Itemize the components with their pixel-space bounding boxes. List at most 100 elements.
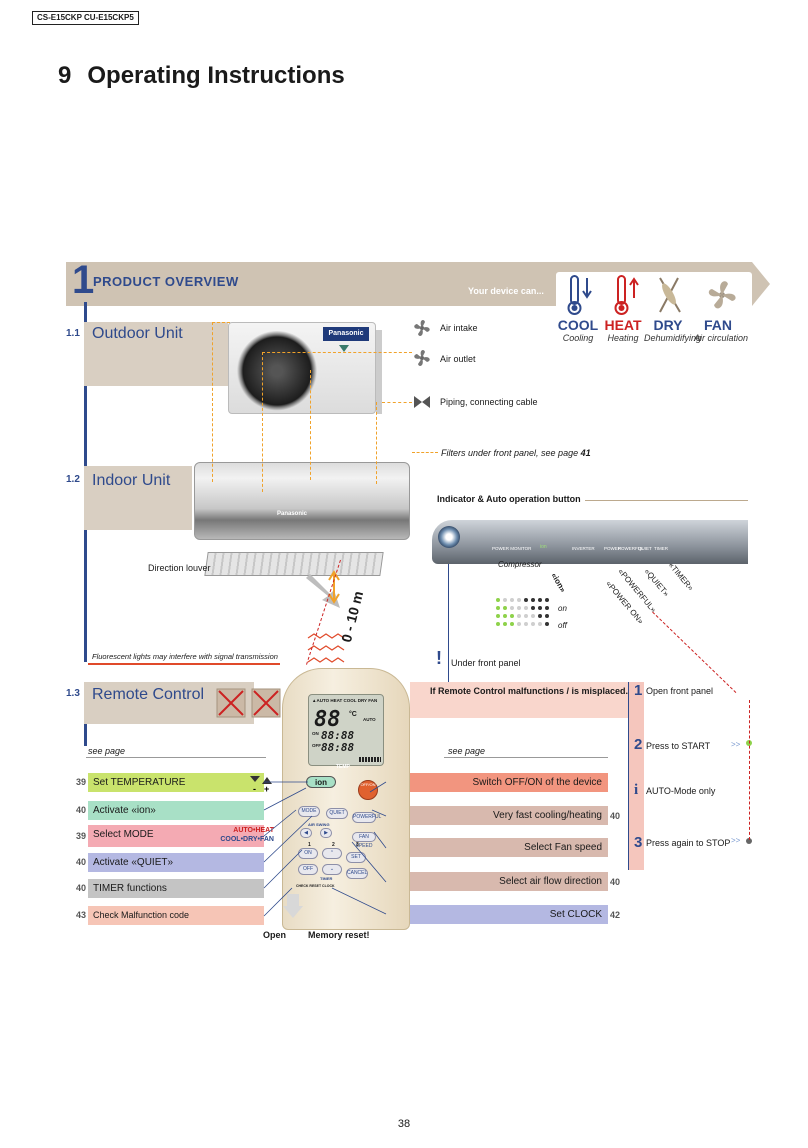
thermometer-up-icon [614, 275, 639, 315]
see-page-right: see page [448, 746, 486, 756]
remote-fanspeed-button[interactable]: FAN SPEED [352, 832, 376, 849]
step-1-num: 1 [634, 682, 643, 699]
page-title-text: Operating Instructions [87, 62, 345, 89]
open-label: Open [263, 930, 287, 940]
outdoor-band [84, 322, 228, 386]
lrow-4-page: 40 [76, 883, 87, 893]
remote-cancel-button[interactable]: CANCEL [346, 868, 368, 879]
remote-ion-button[interactable]: ion [306, 776, 336, 788]
remote-leader-lines [263, 781, 387, 917]
see-page-left: see page [88, 746, 126, 756]
panel-inverter: INVERTER [572, 546, 595, 551]
svg-text:+: + [264, 784, 269, 794]
your-device-label: Your device can... [468, 286, 544, 296]
compressor-led-grid [496, 598, 549, 626]
indicator-label: Indicator & Auto operation button [437, 494, 585, 504]
mode-cool: COOL Cooling [554, 317, 602, 343]
connector-5 [376, 402, 377, 484]
step-info-icon: i [634, 782, 639, 798]
lcd-temp: 88 [314, 707, 341, 732]
lcd-bar-icon [359, 757, 381, 762]
quiet-rotated-label: «QUIET» [642, 566, 671, 599]
overview-arrow-icon [752, 262, 770, 306]
mode-heat: HEAT Heating [599, 317, 647, 343]
section-title: PRODUCT OVERVIEW [93, 274, 239, 289]
led-grey-icon [746, 838, 752, 844]
remote-swing-left-button[interactable]: ◀ [300, 828, 312, 838]
air-outlet-icon [414, 350, 430, 366]
section-number: 1 [72, 258, 95, 302]
valve-icon [414, 396, 430, 408]
indoor-unit-image: Panasonic [194, 462, 410, 540]
air-intake-label: Air intake [440, 323, 478, 333]
ion-rotated-label: «ion» [549, 571, 568, 594]
remote-keypad: MODE QUIET POWERFUL AIR SWING ◀ ▶ FAN SP… [294, 796, 384, 888]
step-3-label: Press again to STOP [646, 838, 731, 848]
mode-cool-desc: Cooling [562, 333, 594, 343]
step-2-label: Press to START [646, 741, 711, 751]
page-title-number: 9 [58, 62, 72, 89]
lrow-select-mode: Select MODE [88, 825, 264, 847]
remote-down-button[interactable]: ⌄ [322, 864, 342, 875]
mode-heat-desc: Heating [607, 333, 639, 343]
outdoor-brand: Panasonic [323, 327, 369, 341]
fluorescent-underline [88, 663, 280, 665]
remote-swing-right-button[interactable]: ▶ [320, 828, 332, 838]
lrow-2-page: 39 [76, 831, 87, 841]
indoor-title: Indoor Unit [92, 472, 171, 489]
remote-airswing-label: AIR SWING [308, 822, 330, 827]
remote-num: 1.3 [66, 688, 80, 699]
dry-leaf-icon [659, 277, 681, 313]
timer-rotated-label: «TIMER» [666, 560, 696, 593]
remote-quiet-button[interactable]: QUIET [326, 808, 348, 819]
lcd-modes: ▲AUTO HEAT COOL DRY FAN [312, 698, 378, 703]
svg-text:-: - [253, 784, 256, 794]
offon-label: OFF/ON [360, 782, 376, 787]
connector-1 [212, 322, 213, 482]
see-page-left-rule [86, 757, 266, 758]
steps-column [628, 682, 644, 870]
remote-lcd: ▲AUTO HEAT COOL DRY FAN 88 °C ON OFF 88:… [308, 694, 384, 766]
step-info-label: AUTO-Mode only [646, 786, 716, 796]
remote-powerful-button[interactable]: POWERFUL [352, 812, 381, 823]
rrow-set-clock: Set CLOCK [386, 905, 608, 924]
timer-3: 3 [356, 842, 359, 848]
page-number: 38 [397, 1118, 411, 1130]
mode-dry: DRY Dehumidifying [644, 317, 701, 343]
lcd-time-2: 88:88 [321, 741, 355, 754]
panel-ion: ion [540, 544, 547, 550]
thermometer-down-icon [567, 275, 592, 315]
indicator-rule [438, 500, 748, 501]
swing-arrow-icon [328, 570, 340, 604]
step-2-chevrons-icon: >> [731, 740, 741, 749]
piping-label: Piping, connecting cable [440, 397, 538, 407]
panel-power-monitor: POWER MONITOR [492, 546, 532, 551]
outdoor-num: 1.1 [66, 328, 80, 339]
step-3-chevrons-icon: >> [731, 836, 741, 845]
mode-text-2: COOL•DRY•FAN [220, 836, 274, 843]
timer-1: 1 [308, 842, 311, 848]
lrow-3-page: 40 [76, 857, 87, 867]
remote-mode-button[interactable]: MODE [298, 806, 320, 817]
lrow-timer-functions: TIMER functions [88, 879, 264, 898]
auto-button[interactable] [438, 526, 460, 548]
filters-leader [412, 452, 438, 453]
rrow-3-page: 40 [610, 877, 621, 887]
step-dashed-line [749, 700, 750, 840]
filters-label: Filters under front panel, see page 41 [441, 448, 591, 458]
connector-4 [262, 352, 412, 353]
remote-up-button[interactable]: ⌃ [322, 848, 342, 859]
outdoor-icons [414, 320, 430, 408]
remote-offon-button[interactable]: OFF/ON [358, 780, 378, 800]
lrow-5-page: 43 [76, 910, 87, 920]
lcd-unit: °C [349, 711, 357, 718]
model-label: CS-E15CKP CU-E15CKP5 [32, 11, 139, 25]
mode-dry-name: DRY [653, 317, 683, 333]
lrow-activate-ion: Activate «ion» [88, 801, 264, 820]
outdoor-unit-image: Panasonic [228, 322, 376, 414]
indoor-num: 1.2 [66, 474, 80, 485]
mode-icons-svg [567, 275, 736, 315]
indoor-brand: Panasonic [277, 511, 308, 517]
remote-off-button[interactable]: OFF [298, 864, 318, 875]
led-off-label: off [558, 621, 567, 630]
